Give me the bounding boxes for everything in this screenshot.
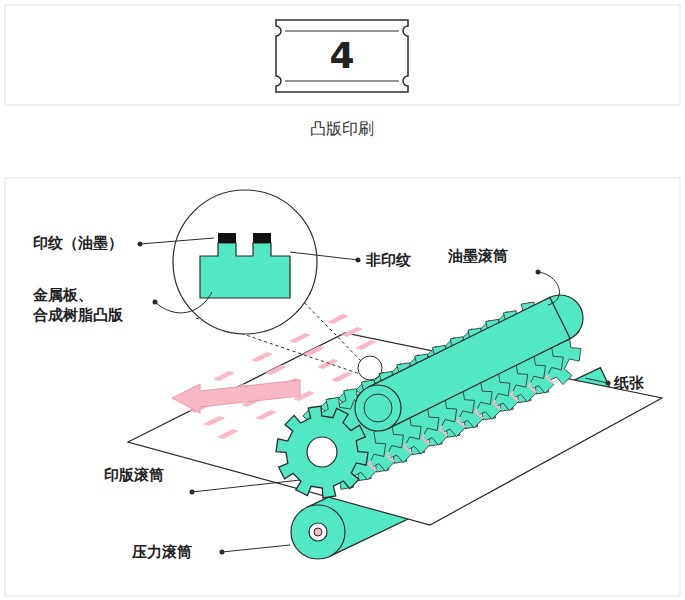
leader-dot <box>536 270 541 275</box>
leader-dot <box>220 550 225 555</box>
figure-panel <box>5 178 680 596</box>
ink-mark <box>251 352 273 362</box>
ink-mark <box>317 359 339 369</box>
part-label: 印纹（油墨） <box>33 233 123 253</box>
top-panel <box>5 5 680 105</box>
leader-dot <box>138 242 143 247</box>
leader-dot <box>190 490 195 495</box>
ink-layer <box>253 233 271 243</box>
number-text: 4 <box>329 36 354 76</box>
badge-rule <box>285 30 399 31</box>
leader-line <box>222 545 290 552</box>
ink-mark <box>255 410 277 420</box>
pressure-roller-end <box>291 505 345 559</box>
part-label: 压力滚筒 <box>132 542 192 562</box>
number-badge: 4 <box>275 19 409 93</box>
part-label: 非印纹 <box>366 250 411 270</box>
leader-line <box>290 252 358 260</box>
part-label: 纸张 <box>614 373 644 393</box>
title: 凸版印刷 <box>310 118 374 140</box>
feed-arrow <box>172 380 300 413</box>
ink-mark <box>355 340 377 350</box>
part-label: 印版滚筒 <box>104 465 164 485</box>
ink-mark <box>265 365 287 375</box>
ink-roller-end <box>355 385 401 431</box>
ink-mark <box>213 371 235 381</box>
part-label: 油墨滚筒 <box>448 246 508 266</box>
part-label: 金属板、 合成树脂凸版 <box>33 285 151 325</box>
leader-line <box>192 480 300 492</box>
leader-line <box>155 292 212 313</box>
plate-gear <box>276 406 368 498</box>
leader-line <box>585 378 608 383</box>
ink-mark <box>341 327 363 337</box>
badge-border <box>276 20 408 92</box>
press-scene <box>128 190 662 559</box>
ink-roller-rim <box>364 394 392 422</box>
ink-mark <box>303 346 325 356</box>
leader-line <box>538 272 559 305</box>
leader-dot <box>606 381 611 386</box>
ink-layer <box>218 233 236 243</box>
pressure-roller-axle <box>314 528 322 536</box>
leader-line <box>140 238 214 244</box>
ink-mark <box>203 416 225 426</box>
plate-hub <box>307 437 337 467</box>
badge-rule <box>285 80 399 81</box>
relief-plate <box>200 243 290 298</box>
paper-sheet <box>128 333 662 525</box>
leader-dot <box>356 258 361 263</box>
ink-mark <box>331 372 353 382</box>
zoom-spot <box>358 356 382 380</box>
ink-mark <box>217 429 239 439</box>
ink-mark <box>289 333 311 343</box>
leader-dot <box>153 300 158 305</box>
pressure-roller-hub <box>309 523 327 541</box>
zoom-circle <box>173 190 317 334</box>
ink-mark <box>327 314 349 324</box>
